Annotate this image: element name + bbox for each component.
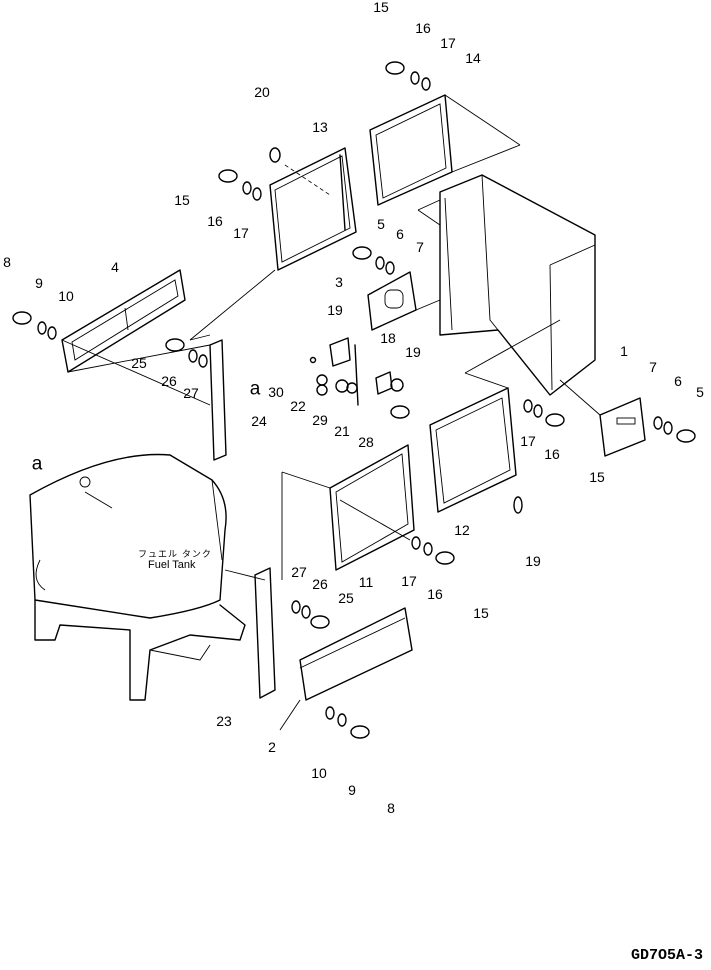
- plate-1: [599, 397, 646, 457]
- callout-17: 17: [440, 35, 456, 51]
- figure-code: GD7O5A-3: [630, 947, 703, 964]
- callout-22: 22: [290, 398, 306, 414]
- reference-letter-a: a: [249, 378, 261, 400]
- panel-4: [61, 269, 211, 373]
- panel-13: [269, 147, 357, 271]
- callout-6: 6: [396, 226, 404, 242]
- callout-30: 30: [268, 384, 284, 400]
- callout-28: 28: [358, 434, 374, 450]
- callout-3: 3: [335, 274, 343, 290]
- callout-20: 20: [254, 84, 270, 100]
- callout-16: 16: [544, 446, 560, 462]
- fuel-tank: [29, 453, 266, 701]
- panel-14: [369, 94, 521, 206]
- callout-11: 11: [358, 574, 374, 590]
- callout-2: 2: [268, 739, 276, 755]
- callout-25: 25: [338, 590, 354, 606]
- callout-1: 1: [620, 343, 628, 359]
- callout-15: 15: [174, 192, 190, 208]
- callout-12: 12: [454, 522, 470, 538]
- bracket-3: [367, 271, 417, 331]
- leader-lines: [61, 269, 601, 731]
- callout-26: 26: [161, 373, 177, 389]
- callout-5: 5: [377, 216, 385, 232]
- hinge-strip-24: [189, 334, 227, 461]
- callout-14: 14: [465, 50, 481, 66]
- door-11: [281, 444, 415, 571]
- strip-23: [254, 567, 276, 699]
- callout-17: 17: [233, 225, 249, 241]
- callout-29: 29: [312, 412, 328, 428]
- hardware: [12, 61, 696, 739]
- callout-27: 27: [183, 385, 199, 401]
- reference-letter-a: a: [31, 453, 43, 475]
- callout-17: 17: [520, 433, 536, 449]
- callout-15: 15: [373, 0, 389, 15]
- callout-19: 19: [525, 553, 541, 569]
- callout-13: 13: [312, 119, 328, 135]
- callout-10: 10: [311, 765, 327, 781]
- callout-18: 18: [380, 330, 396, 346]
- callout-16: 16: [415, 20, 431, 36]
- callout-7: 7: [416, 239, 424, 255]
- panel-2: [299, 607, 413, 701]
- callout-16: 16: [207, 213, 223, 229]
- callout-16: 16: [427, 586, 443, 602]
- callout-15: 15: [473, 605, 489, 621]
- fuel-tank-label-jp: フュエル タンク: [138, 550, 212, 560]
- callout-25: 25: [131, 355, 147, 371]
- callout-24: 24: [251, 413, 267, 429]
- callout-10: 10: [58, 288, 74, 304]
- callout-7: 7: [649, 359, 657, 375]
- callout-19: 19: [405, 344, 421, 360]
- callout-8: 8: [387, 800, 395, 816]
- callout-15: 15: [589, 469, 605, 485]
- latch-assembly: [309, 337, 404, 406]
- callout-5: 5: [696, 384, 704, 400]
- callout-23: 23: [216, 713, 232, 729]
- fuel-tank-label: Fuel Tank: [148, 559, 196, 571]
- callout-26: 26: [312, 576, 328, 592]
- callout-9: 9: [348, 782, 356, 798]
- door-12: [429, 372, 517, 513]
- callout-17: 17: [401, 573, 417, 589]
- callout-27: 27: [291, 564, 307, 580]
- callout-9: 9: [35, 275, 43, 291]
- callout-6: 6: [674, 373, 682, 389]
- callout-8: 8: [3, 254, 11, 270]
- callout-19: 19: [327, 302, 343, 318]
- callout-21: 21: [334, 423, 350, 439]
- callout-4: 4: [111, 259, 119, 275]
- cabinet-housing: [417, 174, 596, 396]
